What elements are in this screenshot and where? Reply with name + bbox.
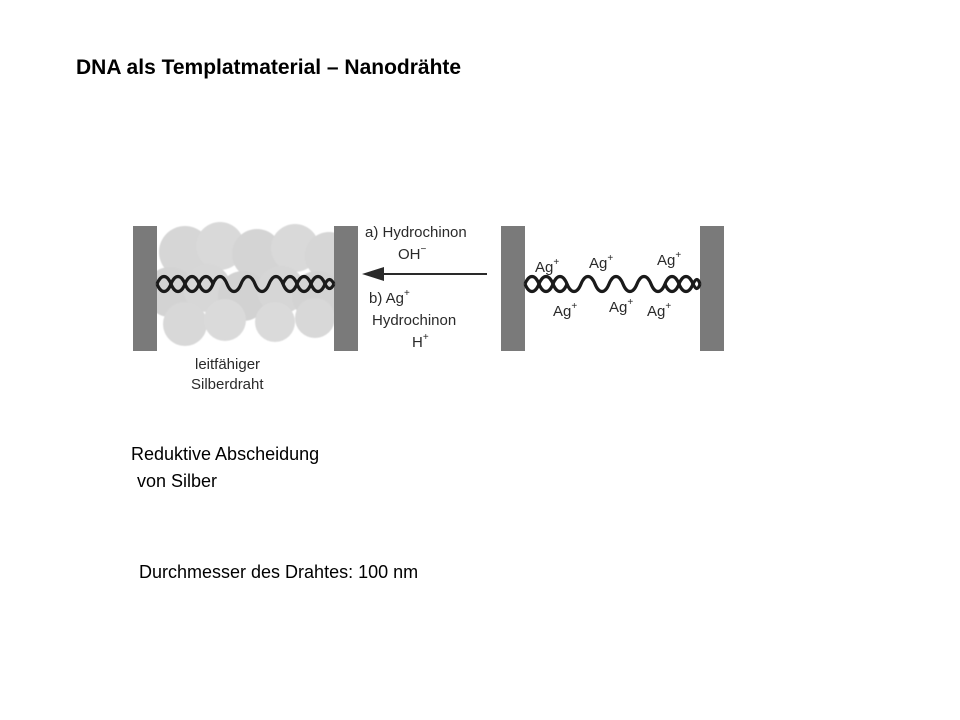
ion-label: Ag+	[589, 253, 613, 272]
ion-label: Ag+	[657, 250, 681, 269]
left-electrode	[133, 226, 157, 351]
step-a-line1: a) Hydrochinon	[365, 224, 467, 241]
step-a-line2: OH−	[398, 244, 427, 263]
dna-helix-right	[523, 274, 702, 294]
wire-label-line2: Silberdraht	[191, 376, 264, 393]
right-inner-electrode	[501, 226, 525, 351]
ion-label: Ag+	[647, 301, 671, 320]
right-outer-electrode	[700, 226, 724, 351]
ion-label: Ag+	[535, 257, 559, 276]
step-b-line3: H+	[412, 332, 429, 351]
wire-diameter-note: Durchmesser des Drahtes: 100 nm	[139, 562, 419, 582]
silver-particles	[145, 222, 353, 346]
step-b-line1: b) Ag+	[369, 288, 410, 307]
silver-ions: Ag+ Ag+ Ag+ Ag+ Ag+ Ag+	[535, 250, 681, 320]
caption-line1: Reduktive Abscheidung	[131, 444, 320, 464]
dna-helix-left	[155, 274, 336, 294]
ion-label: Ag+	[553, 301, 577, 320]
caption-line2: von Silber	[137, 471, 218, 491]
wire-label: leitfähiger Silberdraht	[191, 356, 264, 393]
middle-electrode	[334, 226, 358, 351]
nanowire-diagram: Ag+ Ag+ Ag+ Ag+ Ag+ Ag+ a) Hydrochinon O…	[133, 222, 724, 393]
reaction-arrow	[362, 267, 487, 281]
slide-title: DNA als Templatmaterial – Nanodrähte	[76, 56, 462, 79]
reaction-conditions: a) Hydrochinon OH− b) Ag+ Hydrochinon H+	[365, 224, 467, 351]
ion-label: Ag+	[609, 297, 633, 316]
figure-caption: Reduktive Abscheidung von Silber	[131, 441, 319, 495]
wire-label-line1: leitfähiger	[195, 356, 260, 373]
step-b-line2: Hydrochinon	[372, 312, 456, 329]
